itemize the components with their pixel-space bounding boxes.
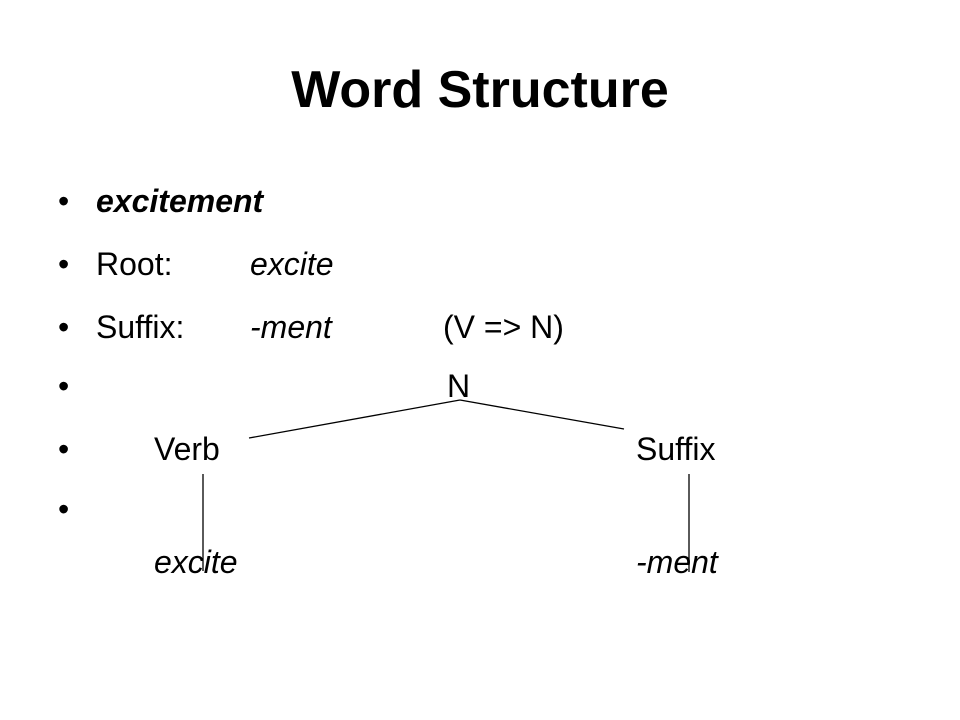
- suffix-label: Suffix:: [96, 309, 185, 345]
- bullet-icon: •: [58, 309, 70, 345]
- bullet-icon: •: [58, 368, 70, 404]
- tree-left-leaf: excite: [154, 544, 238, 580]
- slide-title: Word Structure: [291, 61, 669, 119]
- tree-edge-right: [459, 399, 625, 430]
- tree-top-node: N: [447, 368, 471, 404]
- root-value: excite: [250, 246, 334, 282]
- tree-right-node: Suffix: [636, 431, 716, 467]
- suffix-value: -ment: [250, 309, 332, 345]
- bullet-icon: •: [58, 491, 70, 527]
- bullet-icon: •: [58, 431, 70, 467]
- suffix-note: (V => N): [443, 309, 564, 345]
- root-label: Root:: [96, 246, 173, 282]
- tree-left-node: Verb: [154, 431, 220, 467]
- tree-right-leaf: -ment: [636, 544, 718, 580]
- bullet-icon: •: [58, 183, 70, 219]
- bullet-icon: •: [58, 246, 70, 282]
- tree-edge-left: [248, 399, 461, 439]
- word-text: excitement: [96, 183, 264, 219]
